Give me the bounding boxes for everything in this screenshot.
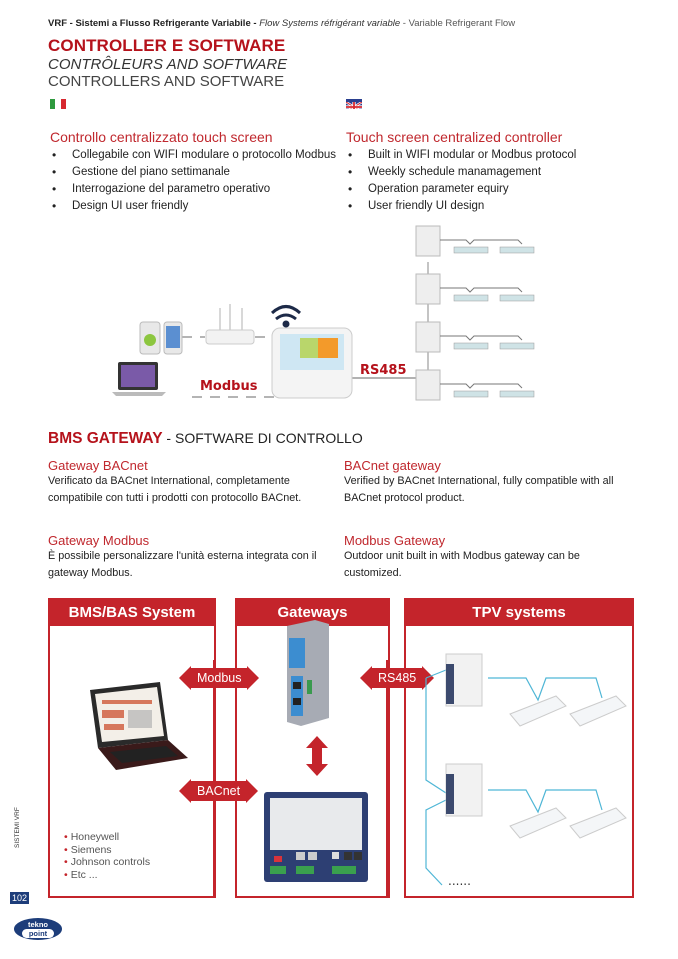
list-item: Interrogazione del parametro operativo (50, 181, 340, 198)
controller-it: Controllo centralizzato touch screen Col… (50, 129, 340, 215)
controller-diagram: Modbus RS485 (100, 220, 560, 410)
rs485-arrow: RS485 (360, 666, 435, 690)
header-italic: Flow Systems réfrigérant variable (259, 18, 401, 29)
tekno-point-logo: tekno point (14, 918, 62, 940)
header-bold: VRF - Sistemi a Flusso Refrigerante Vari… (48, 18, 260, 29)
modbus-en-body: Outdoor unit built in with Modbus gatewa… (344, 550, 580, 579)
connector-line (213, 660, 215, 896)
italian-flag-icon (50, 99, 66, 109)
page-title: CONTROLLER E SOFTWARE (48, 36, 286, 55)
bacnet-arrow: BACnet (179, 779, 259, 803)
connector-line (404, 660, 406, 896)
side-section-label: SISTEMI VRF (14, 807, 21, 848)
bms-brand-list: Honeywell Siemens Johnson controls Etc .… (64, 831, 150, 881)
bacnet-en-body: Verified by BACnet International, fully … (344, 475, 614, 504)
more-units-label: ...... (448, 874, 471, 888)
page-title-fr: CONTRÔLEURS AND SOFTWARE (48, 56, 288, 73)
modbus-arrow-label: Modbus (191, 668, 248, 688)
bacnet-it-body: Verificato da BACnet International, comp… (48, 475, 302, 504)
outdoor-unit-icon (445, 653, 483, 707)
bms-laptop-icon (80, 680, 190, 780)
wifi-icon (270, 305, 302, 328)
rs485-arrow-label: RS485 (372, 668, 423, 688)
bms-title-main: BMS GATEWAY (48, 430, 163, 447)
bacnet-gateway-icon (262, 790, 370, 885)
connector-line (386, 660, 388, 896)
double-arrow-icon (306, 736, 328, 776)
list-item: Johnson controls (64, 856, 150, 869)
controller-diagram-svg: Modbus RS485 (112, 225, 535, 401)
controller-en-list: Built in WIFI modular or Modbus protocol… (346, 147, 636, 215)
controller-it-list: Collegabile con WIFI modulare o protocol… (50, 147, 340, 215)
bms-bas-box-title: BMS/BAS System (50, 600, 214, 626)
modbus-label: Modbus (200, 379, 258, 394)
smartphone-icon (139, 321, 183, 355)
connector-line (235, 660, 237, 896)
rs485-label: RS485 (360, 363, 407, 378)
list-item: Siemens (64, 844, 150, 857)
page-title-en: CONTROLLERS AND SOFTWARE (48, 73, 285, 90)
list-item: Design UI user friendly (50, 198, 340, 215)
bacnet-en: BACnet gateway Verified by BACnet Intern… (344, 458, 629, 507)
router-icon (205, 304, 255, 345)
modbus-en-heading: Modbus Gateway (344, 533, 446, 548)
bacnet-arrow-label: BACnet (191, 781, 247, 801)
bacnet-it-heading: Gateway BACnet (48, 458, 148, 473)
outdoor-units (415, 225, 535, 401)
bms-title-sub: SOFTWARE DI CONTROLLO (175, 430, 363, 446)
logo-top-text: tekno (27, 920, 48, 929)
controller-en-heading: Touch screen centralized controller (346, 129, 563, 145)
modbus-arrow: Modbus (179, 666, 260, 690)
modbus-it: Gateway Modbus È possibile personalizzar… (48, 533, 343, 582)
bacnet-it: Gateway BACnet Verificato da BACnet Inte… (48, 458, 343, 507)
list-item: Weekly schedule manamagement (346, 164, 636, 181)
header-light: - Variable Refrigerant Flow (400, 18, 516, 29)
laptop-icon (112, 362, 166, 396)
modbus-en: Modbus Gateway Outdoor unit built in wit… (344, 533, 614, 582)
bms-gateway-title: BMS GATEWAY - SOFTWARE DI CONTROLLO (48, 430, 363, 448)
tpv-box-title: TPV systems (406, 600, 632, 626)
gateway-device-icon (283, 618, 333, 728)
list-item: Built in WIFI modular or Modbus protocol (346, 147, 636, 164)
uk-flag-icon (346, 99, 362, 109)
tpv-diagram: ...... (406, 640, 632, 895)
indoor-unit-icon (509, 695, 627, 839)
controller-it-heading: Controllo centralizzato touch screen (50, 129, 273, 145)
tpv-box: TPV systems (404, 598, 634, 898)
modbus-it-body: È possibile personalizzare l'unità ester… (48, 550, 317, 579)
page-number: 102 (10, 892, 30, 904)
list-item: Etc ... (64, 869, 150, 882)
breadcrumb-header: VRF - Sistemi a Flusso Refrigerante Vari… (48, 18, 515, 29)
list-item: User friendly UI design (346, 198, 636, 215)
list-item: Operation parameter equiry (346, 181, 636, 198)
outdoor-unit-icon (445, 763, 483, 817)
list-item: Gestione del piano settimanale (50, 164, 340, 181)
list-item: Honeywell (64, 831, 150, 844)
bacnet-en-heading: BACnet gateway (344, 458, 441, 473)
modbus-it-heading: Gateway Modbus (48, 533, 150, 548)
bms-title-sep: - (162, 430, 175, 446)
list-item: Collegabile con WIFI modulare o protocol… (50, 147, 340, 164)
touch-controller-icon (271, 327, 353, 399)
controller-en: Touch screen centralized controller Buil… (346, 129, 636, 215)
logo-bottom-text: point (22, 929, 54, 938)
